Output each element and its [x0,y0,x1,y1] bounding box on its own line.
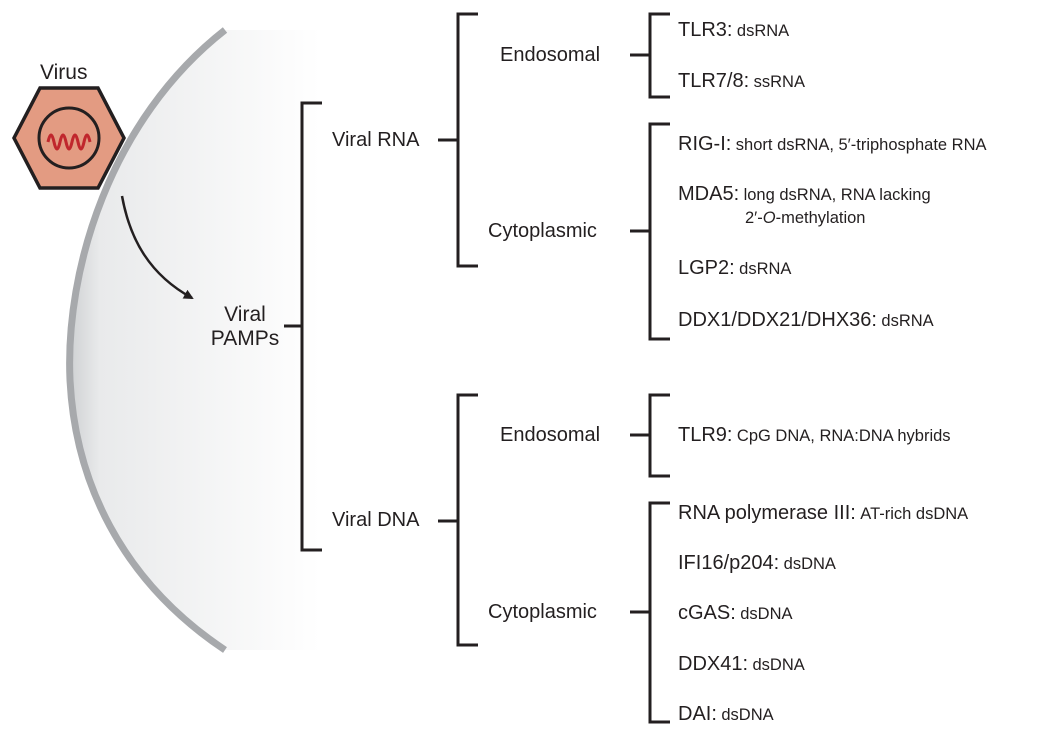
sensor-ligand: dsDNA [721,706,774,724]
viral-rna-label: Viral RNA [332,129,420,151]
sensor-ddx41: DDX41: dsDNA [678,654,805,674]
cell-membrane-edge [66,27,228,653]
entry-arrow [120,195,194,300]
rna-endosomal-bracket [648,12,670,99]
ligand-line2-italic: O [762,209,776,227]
virus-capsid [37,106,101,170]
sensor-ligand: dsDNA [752,656,805,674]
dna-endosomal-label: Endosomal [500,424,601,446]
pamps-label-line2: PAMPs [210,327,280,350]
sensor-name: TLR7/8: [678,70,750,92]
sensor-ligand: dsRNA [881,312,934,330]
rna-cytoplasmic-label: Cytoplasmic [488,220,597,242]
ligand-line2-post: -methylation [775,209,866,227]
sensor-ligand: short dsRNA, 5′-triphosphate RNA [735,136,987,154]
sensor-name: IFI16/p204: [678,552,780,574]
sensor-name: MDA5: [678,183,740,205]
sensor-ddx1-ddx21-dhx36: DDX1/DDX21/DHX36: dsRNA [678,310,934,330]
rna-endosomal-label: Endosomal [500,44,601,66]
sensor-name: RNA polymerase III: [678,502,856,524]
sensor-mda5: MDA5: long dsRNA, RNA lacking [678,184,931,204]
sensor-name: TLR9: [678,424,733,446]
viral-dna-label: Viral DNA [332,509,420,531]
pamps-bracket [300,101,322,552]
sensor-name: DDX41: [678,653,749,675]
rna-cytoplasmic-bracket [648,122,670,341]
sensor-ligand: dsDNA [740,605,793,623]
cell-membrane [69,30,320,650]
virus-particle [12,86,126,190]
ligand-line2-pre: 2′- [745,209,763,227]
sensor-name: LGP2: [678,257,735,279]
sensor-ifi16-p204: IFI16/p204: dsDNA [678,553,836,573]
sensor-name: RIG-I: [678,133,732,155]
sensor-name: TLR3: [678,19,733,41]
sensor-name: DDX1/DDX21/DHX36: [678,309,877,331]
sensor-name: DAI: [678,703,717,725]
sensor-ligand: AT-rich dsDNA [860,505,969,523]
sensor-cgas: cGAS: dsDNA [678,603,793,623]
sensor-ligand: dsRNA [736,22,790,40]
rna-bracket [456,12,478,268]
pamps-label-line1: Viral [224,303,266,326]
sensor-name: cGAS: [678,602,736,624]
sensor-ligand: dsDNA [783,555,836,573]
dna-cytoplasmic-bracket [648,501,670,724]
sensor-mda5-ligand-line2: 2′-O-methylation [745,210,865,227]
sensor-ligand: ssRNA [753,73,805,91]
virus-label: Virus [40,61,88,84]
sensor-rna-polymerase-iii: RNA polymerase III: AT-rich dsDNA [678,503,968,523]
viral-genome [46,133,92,151]
pamps-label: Viral PAMPs [210,304,280,349]
dna-bracket [456,393,478,647]
sensor-ligand: dsRNA [739,260,792,278]
sensor-ligand: long dsRNA, RNA lacking [743,186,931,204]
sensor-lgp2: LGP2: dsRNA [678,258,791,278]
dna-cytoplasmic-label: Cytoplasmic [488,601,597,623]
dna-endosomal-bracket [648,393,670,478]
sensor-dai: DAI: dsDNA [678,704,774,724]
sensor-tlr3: TLR3: dsRNA [678,20,789,40]
sensor-tlr9: TLR9: CpG DNA, RNA:DNA hybrids [678,425,951,445]
sensor-tlr7-8: TLR7/8: ssRNA [678,71,805,91]
sensor-ligand: CpG DNA, RNA:DNA hybrids [736,427,951,445]
sensor-rig-i: RIG-I: short dsRNA, 5′-triphosphate RNA [678,134,987,154]
